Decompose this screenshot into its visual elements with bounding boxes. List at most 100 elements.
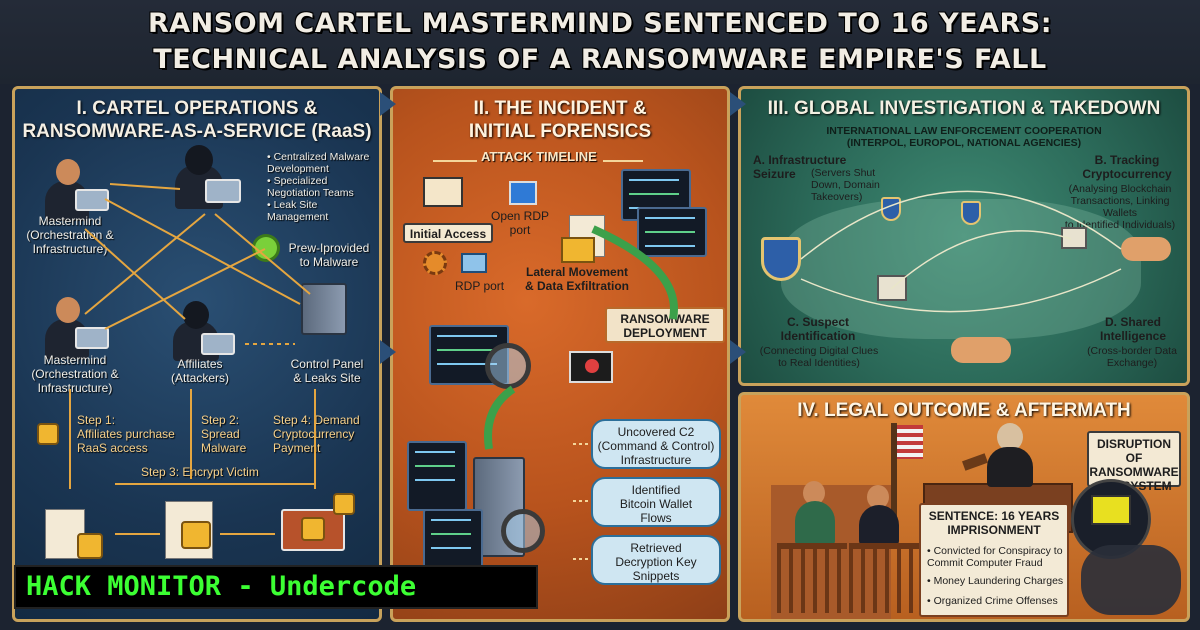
mastermind-bottom-label: Mastermind (Orchestration & Infrastructu… <box>31 353 119 395</box>
decryption-label: Retrieved Decryption Key Snippets <box>615 541 697 583</box>
magnifier-icon <box>501 509 545 553</box>
title-line-1: RANSOM CARTEL MASTERMIND SENTENCED TO 16… <box>147 8 1053 39</box>
lock-icon <box>181 521 211 549</box>
panel-incident-forensics: II. THE INCIDENT & INITIAL FORENSICS ATT… <box>390 86 730 622</box>
server-icon <box>473 457 525 557</box>
railing <box>849 543 919 613</box>
control-panel-label: Control Panel & Leaks Site <box>290 357 364 385</box>
octopus-tentacles-icon <box>1081 545 1181 615</box>
service-item: • Specialized Negotiation Teams <box>267 175 354 199</box>
lawyer-head <box>867 485 889 509</box>
service-item: • Centralized Malware Development <box>267 151 370 175</box>
panel2-title: II. THE INCIDENT & INITIAL FORENSICS <box>393 97 727 143</box>
hacker-hood-icon <box>185 145 213 175</box>
judge-figure <box>987 447 1033 487</box>
us-flag-icon <box>897 425 923 459</box>
open-rdp-label: Open RDP port <box>490 209 550 237</box>
terminal-window <box>637 207 707 257</box>
suspect-identification-title: C. Suspect Identification <box>780 315 856 343</box>
laptop-icon <box>201 333 235 355</box>
shared-intelligence-detail: (Cross-border Data Exchange) <box>1087 345 1177 369</box>
step4-label: Step 4: Demand Cryptocurrency Payment <box>273 413 360 455</box>
step3-label: Step 3: Encrypt Victim <box>141 465 259 479</box>
tracking-crypto-title: B. Tracking Cryptocurrency <box>1082 153 1172 181</box>
rdp-port-label: RDP port <box>455 279 505 293</box>
step1-label: Step 1: Affiliates purchase RaaS access <box>77 413 175 455</box>
folder-icon <box>561 237 595 263</box>
magnifier-icon <box>485 343 531 389</box>
header: RANSOM CARTEL MASTERMIND SENTENCED TO 16… <box>0 0 1200 84</box>
railing <box>777 543 847 613</box>
lawyer-figure <box>859 505 899 545</box>
affiliates-label: Affiliates (Attackers) <box>170 357 229 385</box>
watermark-text: HACK MONITOR - Undercode <box>26 571 417 602</box>
bitcoin-box: Identified Bitcoin Wallet Flows <box>591 477 721 527</box>
lateral-movement-label: Lateral Movement & Data Exfiltration <box>524 265 629 293</box>
panel1-title-line1: I. CARTEL OPERATIONS & <box>76 98 318 119</box>
laptop-icon <box>205 179 241 203</box>
institution-icon <box>1061 227 1087 249</box>
shared-intelligence-title: D. Shared Intelligence <box>1099 315 1167 343</box>
shield-icon <box>961 201 981 225</box>
initial-access-badge: Initial Access <box>403 223 493 243</box>
step2-label: Step 2: Spread Malware <box>201 413 247 455</box>
charge-item: • Organized Crime Offenses <box>927 595 1058 607</box>
mastermind-top-label: Mastermind (Orchestration & Infrastructu… <box>26 214 114 256</box>
title-line-2: TECHNICAL ANALYSIS OF A RANSOMWARE EMPIR… <box>153 44 1047 75</box>
cooperation-line2: (INTERPOL, EUROPOL, NATIONAL AGENCIES) <box>846 137 1082 149</box>
panel2-title-line2: INITIAL FORENSICS <box>468 121 652 142</box>
charge-item: • Convicted for Conspiracy to Commit Com… <box>927 545 1063 569</box>
monitor-icon <box>1091 495 1131 525</box>
panel-global-investigation: III. GLOBAL INVESTIGATION & TAKEDOWN INT… <box>738 86 1190 386</box>
panel-legal-outcome: IV. LEGAL OUTCOME & AFTERMATH DISRUPTION… <box>738 392 1190 622</box>
services-list: • Centralized Malware Development • Spec… <box>267 151 379 223</box>
decryption-box: Retrieved Decryption Key Snippets <box>591 535 721 585</box>
skull-monitor-icon <box>569 351 613 383</box>
flag-pole <box>891 423 897 535</box>
initial-access-label: Initial Access <box>409 227 487 241</box>
service-item: • Leak Site Management <box>267 199 329 223</box>
lock-icon <box>301 517 325 541</box>
gear-icon <box>423 251 447 275</box>
panel1-title: I. CARTEL OPERATIONS & RANSOMWARE-AS-A-S… <box>15 97 379 143</box>
infrastructure-seizure-detail: (Servers Shut Down, Domain Takeovers) <box>811 167 880 203</box>
ransomware-deployment-label: RANSOMWARE DEPLOYMENT <box>620 312 710 340</box>
affiliate-hood-icon <box>183 301 209 329</box>
terminal-window <box>407 441 467 511</box>
panel3-title: III. GLOBAL INVESTIGATION & TAKEDOWN <box>767 98 1161 119</box>
panel4-title: IV. LEGAL OUTCOME & AFTERMATH <box>797 400 1131 421</box>
defendant-figure <box>795 501 835 545</box>
bitcoin-label: Identified Bitcoin Wallet Flows <box>619 483 693 525</box>
mastermind-top-head <box>56 159 80 185</box>
defendant-head <box>803 481 825 505</box>
handshake-icon <box>1121 237 1171 261</box>
c2-box: Uncovered C2 (Command & Control) Infrast… <box>591 419 721 469</box>
tracking-crypto-detail: (Analysing Blockchain Transactions, Link… <box>1064 183 1176 231</box>
ransomware-deployment-badge: RANSOMWARE DEPLOYMENT <box>605 307 725 343</box>
sentence-box: SENTENCE: 16 YEARS IMPRISONMENT • Convic… <box>919 503 1069 617</box>
c2-label: Uncovered C2 (Command & Control) Infrast… <box>597 425 715 467</box>
handshake-icon <box>951 337 1011 363</box>
charge-item: • Money Laundering Charges <box>927 575 1064 587</box>
cooperation-line1: INTERNATIONAL LAW ENFORCEMENT COOPERATIO… <box>826 125 1102 137</box>
panel1-title-line2: RANSOMWARE-AS-A-SERVICE (RaaS) <box>22 121 372 142</box>
panel3-connection-lines <box>800 190 1122 313</box>
email-icon <box>423 177 463 207</box>
mastermind-bottom-head <box>56 297 80 323</box>
sentence-title: SENTENCE: 16 YEARS IMPRISONMENT <box>928 509 1060 537</box>
lock-icon <box>77 533 103 559</box>
attack-timeline-label: ATTACK TIMELINE <box>481 149 597 164</box>
suspect-identification-detail: (Connecting Digital Clues to Real Identi… <box>759 345 879 369</box>
panel2-title-line1: II. THE INCIDENT & <box>473 98 647 119</box>
police-badge-icon <box>761 237 801 281</box>
prew-provided-label: Prew-Iprovided to Malware <box>288 241 370 269</box>
rdp-icon <box>461 253 487 273</box>
hack-monitor-watermark: HACK MONITOR - Undercode <box>14 565 538 609</box>
windows-icon <box>509 181 537 205</box>
lock-icon <box>37 423 59 445</box>
laptop-icon <box>75 327 109 349</box>
panel2-flow-arrows <box>433 160 678 560</box>
panel1-flow-arrows <box>69 183 316 535</box>
lock-icon <box>333 493 355 515</box>
